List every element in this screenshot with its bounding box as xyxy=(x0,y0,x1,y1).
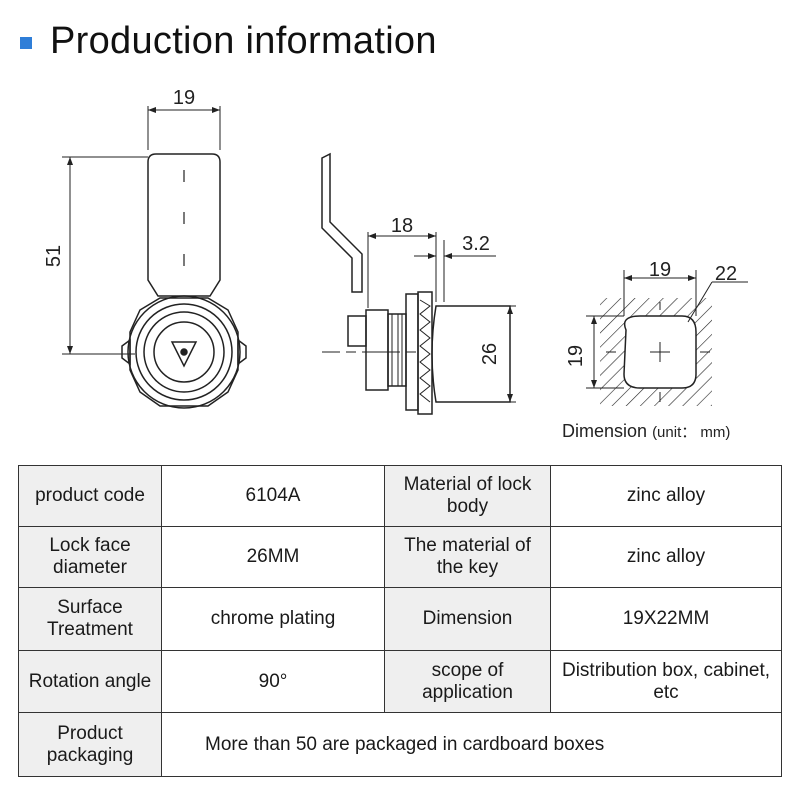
spec-value: 90° xyxy=(161,650,385,713)
spec-value: zinc alloy xyxy=(550,465,782,527)
table-row: Lock face diameter 26MM The material of … xyxy=(18,526,782,588)
table-row: Rotation angle 90° scope of application … xyxy=(18,650,782,713)
cutout-corner-dimension: 22 xyxy=(715,263,737,285)
side-diameter-dimension: 26 xyxy=(479,343,501,365)
packaging-label: Product packaging xyxy=(18,712,162,777)
spec-value: 19X22MM xyxy=(550,587,782,651)
dimension-caption: Dimension (unit： mm) xyxy=(562,421,730,441)
side-length-dimension: 18 xyxy=(391,215,413,237)
technical-drawing: 19 51 xyxy=(0,70,800,460)
spec-label: Rotation angle xyxy=(18,650,162,713)
spec-label: Dimension xyxy=(384,587,551,651)
side-view-drawing xyxy=(321,152,516,415)
spec-label: Surface Treatment xyxy=(18,587,162,651)
spec-value: chrome plating xyxy=(161,587,385,651)
cutout-view-drawing xyxy=(586,270,748,406)
cutout-width-dimension: 19 xyxy=(649,259,671,281)
side-thickness-dimension: 3.2 xyxy=(462,233,490,255)
spec-label: Lock face diameter xyxy=(18,526,162,588)
front-width-dimension: 19 xyxy=(173,87,195,109)
spec-value: 6104A xyxy=(161,465,385,527)
packaging-value: More than 50 are packaged in cardboard b… xyxy=(161,712,782,777)
table-row: Product packaging More than 50 are packa… xyxy=(18,712,782,777)
table-row: Surface Treatment chrome plating Dimensi… xyxy=(18,587,782,651)
spec-value: Distribution box, cabinet, etc xyxy=(550,650,782,713)
title-bullet-icon xyxy=(20,37,32,49)
cutout-height-dimension: 19 xyxy=(565,345,587,367)
spec-value: zinc alloy xyxy=(550,526,782,588)
page-header: Production information xyxy=(20,14,437,68)
spec-value: 26MM xyxy=(161,526,385,588)
spec-label: Material of lock body xyxy=(384,465,551,527)
dimension-caption-unit: (unit： mm) xyxy=(652,424,730,441)
spec-label: product code xyxy=(18,465,162,527)
front-view-drawing xyxy=(62,106,247,409)
spec-label: The material of the key xyxy=(384,526,551,588)
spec-label: scope of application xyxy=(384,650,551,713)
dimension-caption-label: Dimension xyxy=(562,421,647,441)
spec-table: product code 6104A Material of lock body… xyxy=(18,465,782,777)
table-row: product code 6104A Material of lock body… xyxy=(18,465,782,527)
page-title: Production information xyxy=(50,19,437,62)
front-height-dimension: 51 xyxy=(43,245,65,267)
